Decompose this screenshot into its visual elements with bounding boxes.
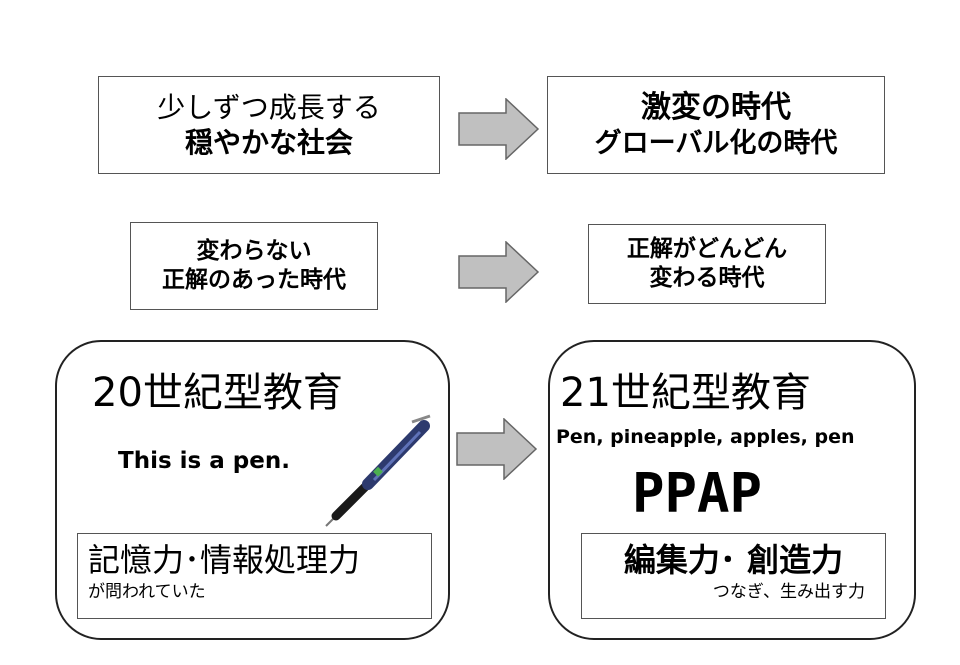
box-fixed-answers-line1: 変わらない [196,238,312,265]
edu20-skill-box: 記憶力･情報処理力 が問われていた [77,533,432,619]
box-changing-answers-line2: 変わる時代 [649,265,765,291]
box-fixed-answers: 変わらない 正解のあった時代 [130,222,378,310]
edu21-phrase: Pen, pineapple, apples, pen [556,426,855,448]
edu21-acronym: PPAP [632,462,763,525]
edu21-skill: 編集力･ 創造力 [623,541,844,579]
right-arrow-icon [458,98,540,160]
box-changing-answers: 正解がどんどん 変わる時代 [588,224,826,304]
edu21-skill-note: つなぎ、生み出す力 [712,582,865,602]
edu20-skill-note: が問われていた [88,582,206,602]
edu20-title: 20世紀型教育 [92,370,343,416]
box-era-of-change-line2: グローバル化の時代 [594,127,838,159]
edu20-skill: 記憶力･情報処理力 [88,541,361,579]
edu21-title: 21世紀型教育 [560,370,811,416]
box-era-of-change: 激変の時代 グローバル化の時代 [547,76,885,174]
edu20-phrase: This is a pen. [118,448,290,474]
right-arrow-icon [458,241,540,303]
edu21-skill-box: 編集力･ 創造力 つなぎ、生み出す力 [581,533,886,619]
box-fixed-answers-line2: 正解のあった時代 [162,267,346,293]
right-arrow-icon [456,418,538,480]
ballpoint-pen-icon [325,414,431,527]
box-changing-answers-line1: 正解がどんどん [626,236,788,263]
box-era-of-change-line1: 激変の時代 [641,90,791,126]
box-gradual-society-line2: 穏やかな社会 [184,126,353,159]
box-gradual-society: 少しずつ成長する 穏やかな社会 [98,76,440,174]
box-gradual-society-line1: 少しずつ成長する [157,91,381,124]
